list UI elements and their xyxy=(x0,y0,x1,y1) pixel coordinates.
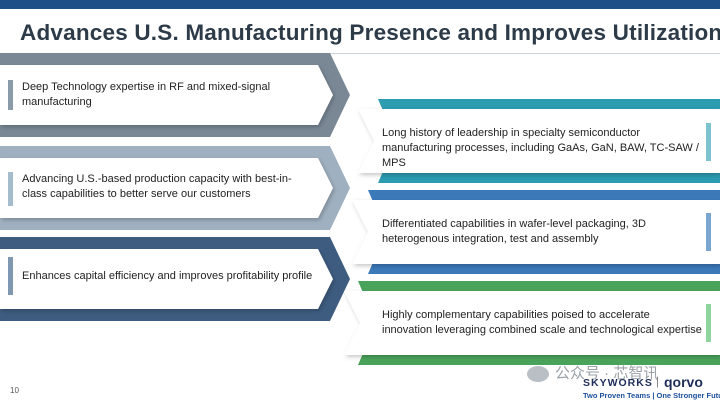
tagline: Two Proven Teams | One Stronger Future xyxy=(583,391,720,400)
left-card-2 xyxy=(0,158,333,218)
watermark: 公众号 · 芯智讯 xyxy=(527,362,658,383)
qorvo-logo: qorvo xyxy=(664,374,703,390)
right-card-3 xyxy=(344,291,720,355)
right-card-1 xyxy=(358,109,720,173)
page-number: 10 xyxy=(10,386,19,395)
wechat-icon xyxy=(527,366,549,383)
left-card-1 xyxy=(0,65,333,125)
logo-separator: | xyxy=(656,376,659,388)
right-item-3-text: Highly complementary capabilities poised… xyxy=(382,309,702,336)
left-item-1-text: Deep Technology expertise in RF and mixe… xyxy=(22,81,271,108)
left-item-3-text: Enhances capital efficiency and improves… xyxy=(22,270,313,282)
right-item-2-text: Differentiated capabilities in wafer-lev… xyxy=(382,218,646,245)
left-accent-bar-1 xyxy=(8,80,13,110)
right-accent-bar-3 xyxy=(706,304,711,342)
left-accent-bar-3 xyxy=(8,257,13,295)
right-item-1-text: Long history of leadership in specialty … xyxy=(382,127,699,169)
left-accent-bar-2 xyxy=(8,172,13,206)
skyworks-logo: SKYWORKS xyxy=(583,377,653,389)
right-accent-bar-2 xyxy=(706,213,711,251)
watermark-text: 公众号 · 芯智讯 xyxy=(555,365,659,382)
slide-title: Advances U.S. Manufacturing Presence and… xyxy=(20,20,720,45)
top-accent-bar xyxy=(0,0,720,9)
title-divider xyxy=(0,53,720,54)
right-card-2 xyxy=(352,200,720,264)
left-card-3 xyxy=(0,249,333,309)
left-item-2-text: Advancing U.S.-based production capacity… xyxy=(22,173,292,200)
right-accent-bar-1 xyxy=(706,123,711,161)
